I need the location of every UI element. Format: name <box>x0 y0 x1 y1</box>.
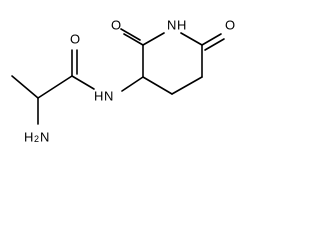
bond-c6-oxygen-1 <box>201 33 222 46</box>
bond-c2-oxygen-2 <box>120 28 141 41</box>
chemical-structure-diagram: O N H O O N H H 2 N <box>11 17 235 144</box>
bond-n1-c2 <box>142 32 165 46</box>
bond-c2-oxygen-1 <box>123 33 144 46</box>
amide-hydrogen-label: H <box>94 88 103 103</box>
ring-oxygen-right-label: O <box>225 17 235 32</box>
bond-c4-c5 <box>171 76 203 95</box>
amide-oxygen-label: O <box>70 31 80 46</box>
bond-amide-n-c3 <box>121 76 144 92</box>
bond-c6-n1 <box>180 32 203 46</box>
ring-oxygen-left-label: O <box>111 17 121 32</box>
bond-c3-c4 <box>142 76 173 95</box>
imide-hydrogen-label: H <box>177 17 186 32</box>
amino-h-label: H <box>24 129 33 144</box>
imide-nitrogen-label: N <box>167 17 176 32</box>
bond-carbonyl-amide-n <box>71 75 95 90</box>
bond-alpha-carbonyl <box>37 75 73 99</box>
bond-c6-oxygen-2 <box>204 38 225 51</box>
amino-subscript-label: 2 <box>34 134 39 144</box>
amino-n-label: N <box>40 129 49 144</box>
bond-methyl-alpha <box>11 75 39 99</box>
amide-nitrogen-label: N <box>104 88 113 103</box>
